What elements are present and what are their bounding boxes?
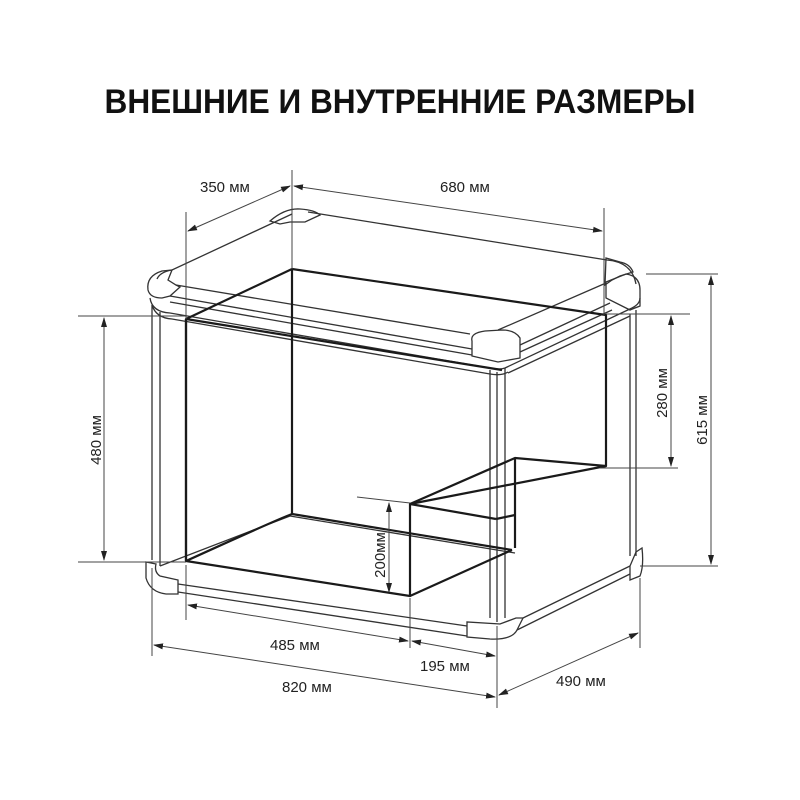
dim-label-step-height: 200мм [372,532,389,578]
dim-label-inner-length-bottom: 485 мм [270,637,320,654]
dim-label-inner-length-top: 680 мм [440,179,490,196]
dim-label-outer-depth: 490 мм [556,673,606,690]
outer-box [145,208,644,640]
dimension-lines [78,170,718,708]
inner-box [184,267,608,598]
dim-label-outer-height: 615 мм [694,395,711,445]
diagram-title: ВНЕШНИЕ И ВНУТРЕННИЕ РАЗМЕРЫ [104,83,696,121]
dim-label-step-length: 195 мм [420,658,470,675]
dim-label-inner-height: 480 мм [88,415,105,465]
dim-label-outer-length: 820 мм [282,679,332,696]
dim-label-inner-depth: 350 мм [200,179,250,196]
dim-label-step-upper-height: 280 мм [654,368,671,418]
